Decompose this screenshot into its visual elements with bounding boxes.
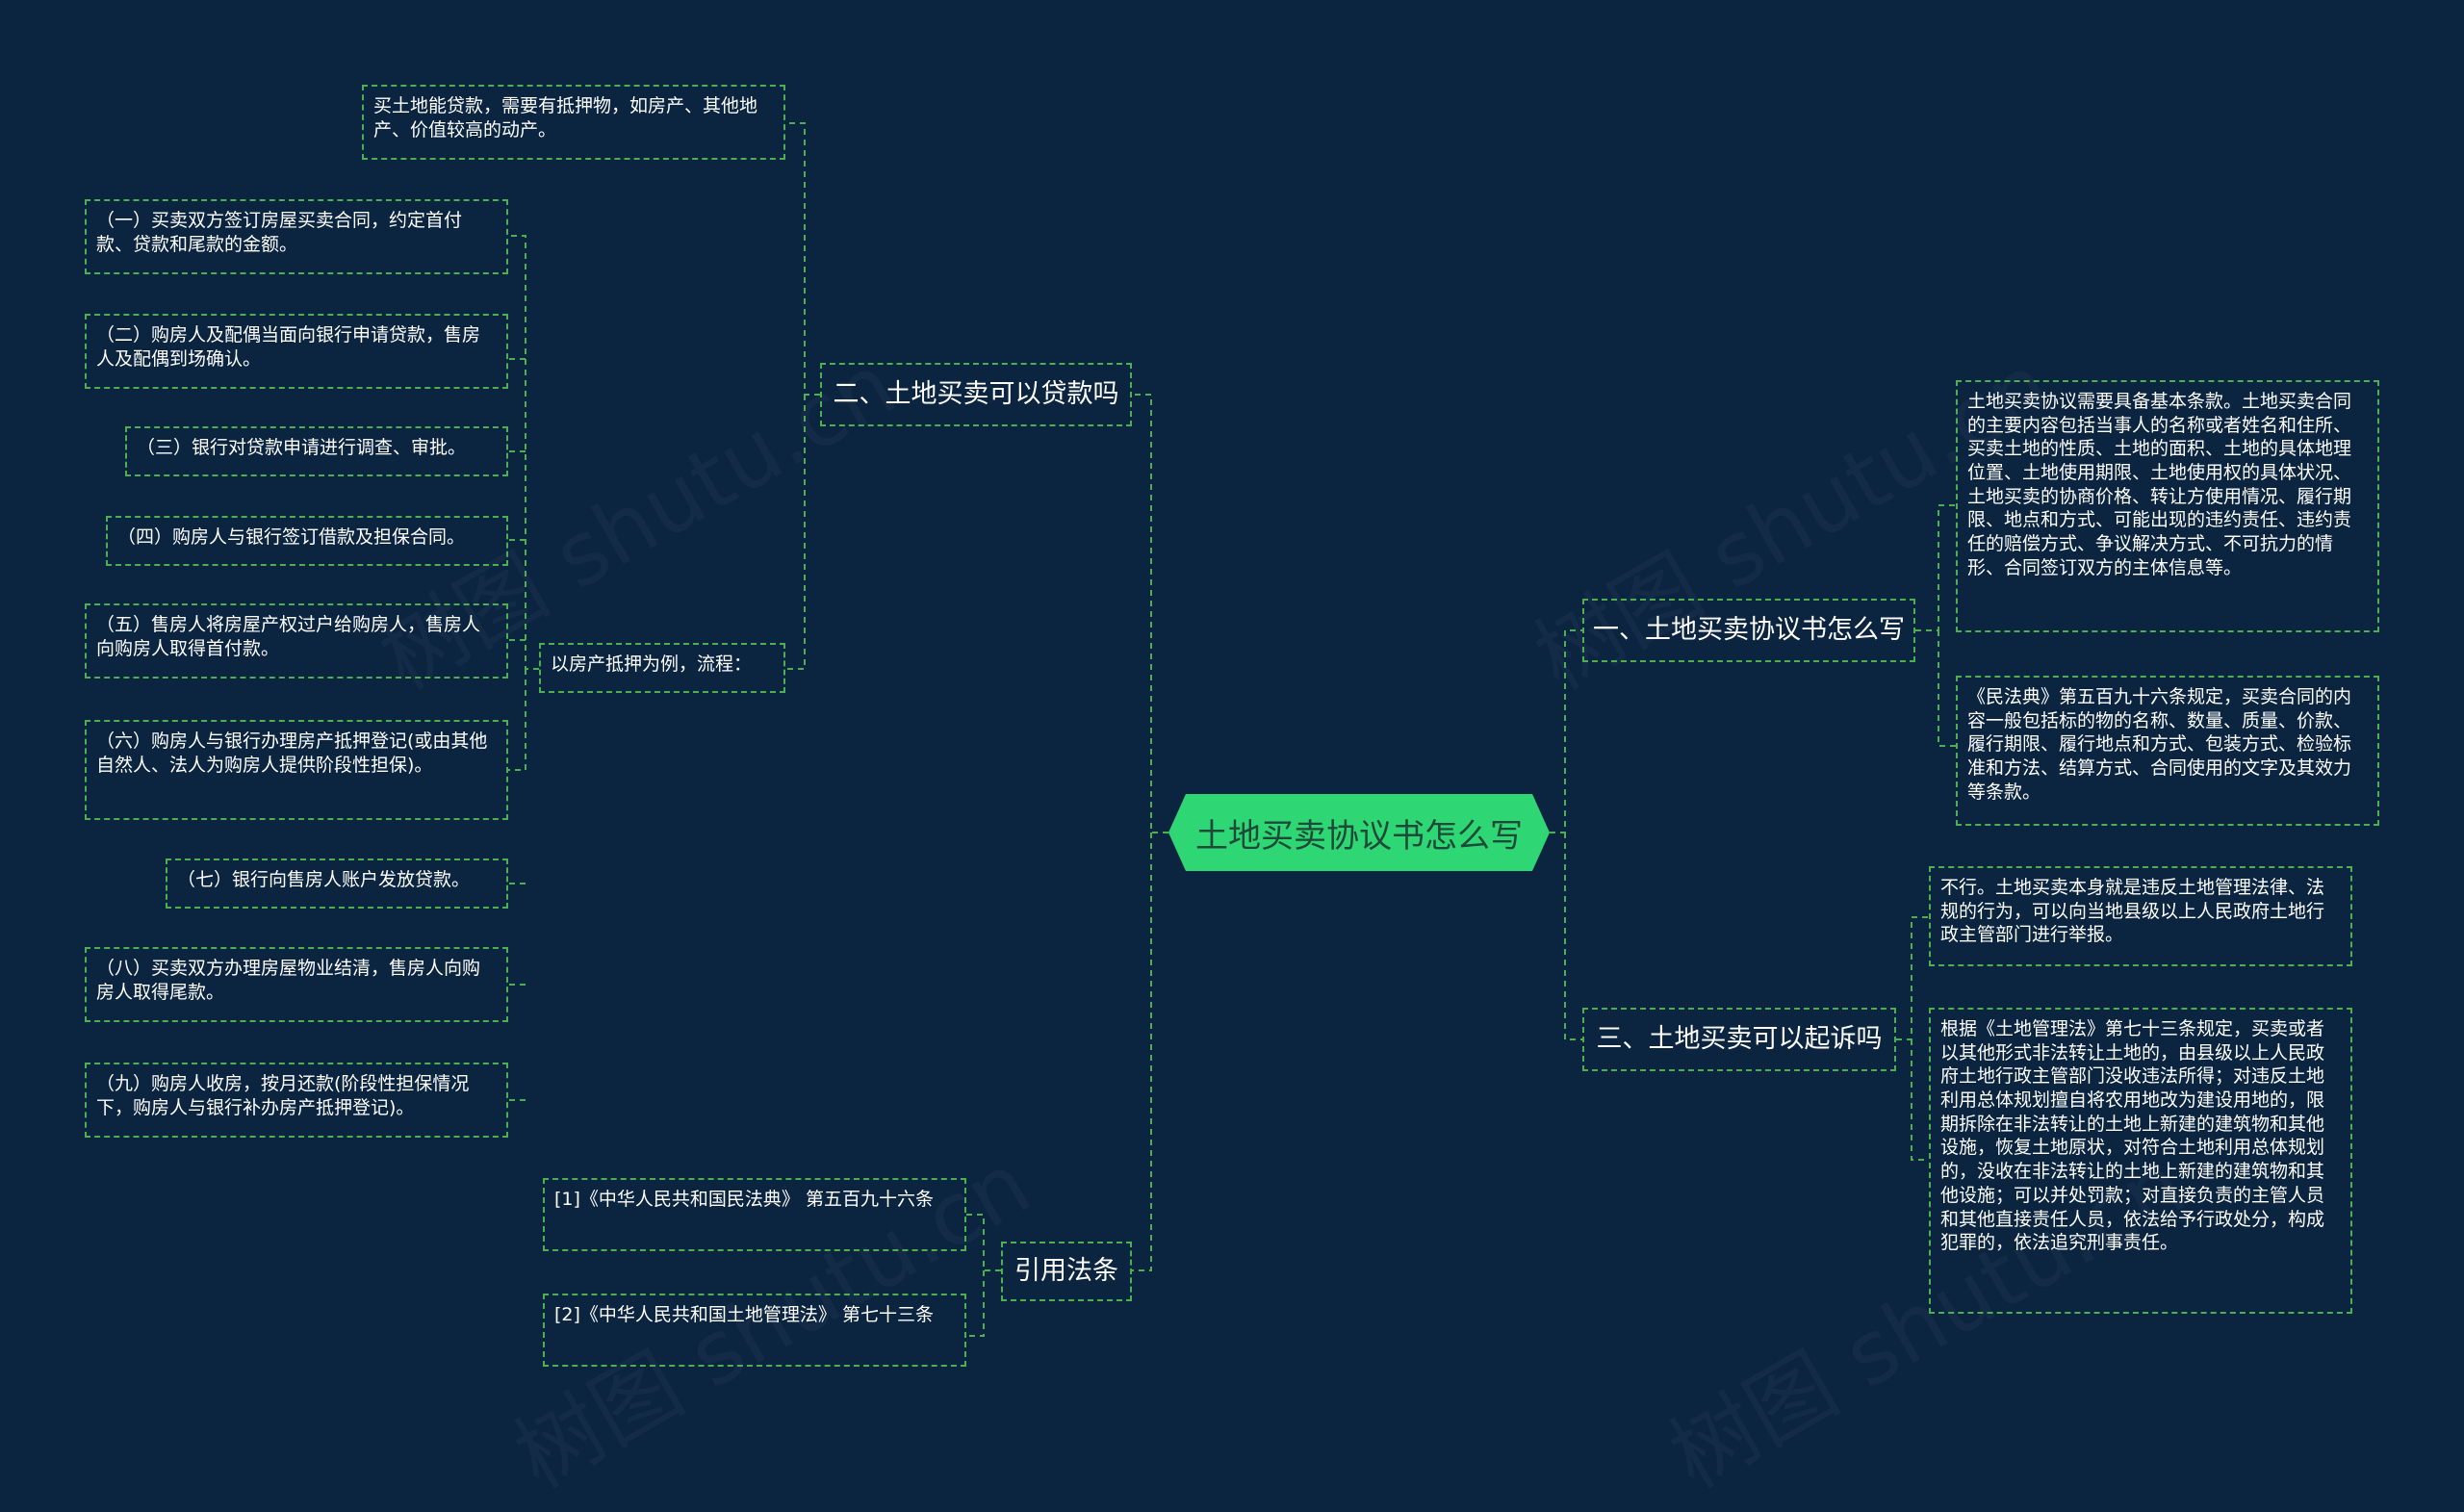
connector-line [966,1270,985,1337]
branch-cited-laws[interactable]: 引用法条 [1001,1242,1132,1301]
step-5[interactable]: （五）售房人将房屋产权过户给购房人，售房人向购房人取得首付款。 [85,603,508,679]
leaf-land-admin-law-73[interactable]: 根据《土地管理法》第七十三条规定，买卖或者以其他形式非法转让土地的，由县级以上人… [1929,1008,2352,1314]
ref-land-admin-law[interactable]: [2]《中华人民共和国土地管理法》 第七十三条 [543,1294,966,1367]
connector-line [508,669,526,771]
step-8[interactable]: （八）买卖双方办理房屋物业结清，售房人向购房人取得尾款。 [85,947,508,1022]
connector-line [1132,394,1168,833]
branch-can-loan[interactable]: 二、土地买卖可以贷款吗 [820,363,1132,426]
connector-line [1564,833,1582,1040]
central-topic[interactable]: 土地买卖协议书怎么写 [1168,794,1550,871]
step-4[interactable]: （四）购房人与银行签订借款及担保合同。 [106,516,508,566]
connector-lines [508,122,1956,1337]
step-2[interactable]: （二）购房人及配偶当面向银行申请贷款，售房人及配偶到场确认。 [85,314,508,389]
step-3[interactable]: （三）银行对贷款申请进行调查、审批。 [125,426,508,476]
step-7[interactable]: （七）银行向售房人账户发放贷款。 [166,859,508,909]
step-1[interactable]: （一）买卖双方签订房屋买卖合同，约定首付款、贷款和尾款的金额。 [85,199,508,274]
step-9[interactable]: （九）购房人收房，按月还款(阶段性担保情况下，购房人与银行补办房产抵押登记)。 [85,1063,508,1138]
connector-line [785,395,806,670]
connector-line [1911,1039,1929,1161]
leaf-civil-code-596[interactable]: 《民法典》第五百九十六条规定，买卖合同的内容一般包括标的物的名称、数量、质量、价… [1956,676,2379,826]
leaf-loan-collateral[interactable]: 买土地能贷款，需要有抵押物，如房产、其他地产、价值较高的动产。 [362,85,785,160]
connector-line [1896,916,1929,1040]
connector-line [1915,504,1956,631]
branch-how-to-write[interactable]: 一、土地买卖协议书怎么写 [1582,599,1915,662]
sub-node-mortgage-process[interactable]: 以房产抵押为例，流程： [539,643,785,693]
leaf-cannot-sue[interactable]: 不行。土地买卖本身就是违反土地管理法律、法规的行为，可以向当地县级以上人民政府土… [1929,866,2352,966]
connector-line [508,235,539,670]
connector-line [966,1214,1001,1271]
connector-line [1550,629,1582,833]
connector-line [1132,833,1152,1271]
connector-line [1938,630,1956,747]
leaf-basic-clauses[interactable]: 土地买卖协议需要具备基本条款。土地买卖合同的主要内容包括当事人的名称或者姓名和住… [1956,380,2379,632]
connector-line [785,122,820,396]
ref-civil-code[interactable]: [1]《中华人民共和国民法典》 第五百九十六条 [543,1178,966,1251]
step-6[interactable]: （六）购房人与银行办理房产抵押登记(或由其他自然人、法人为购房人提供阶段性担保)… [85,720,508,820]
branch-can-sue[interactable]: 三、土地买卖可以起诉吗 [1582,1008,1896,1071]
